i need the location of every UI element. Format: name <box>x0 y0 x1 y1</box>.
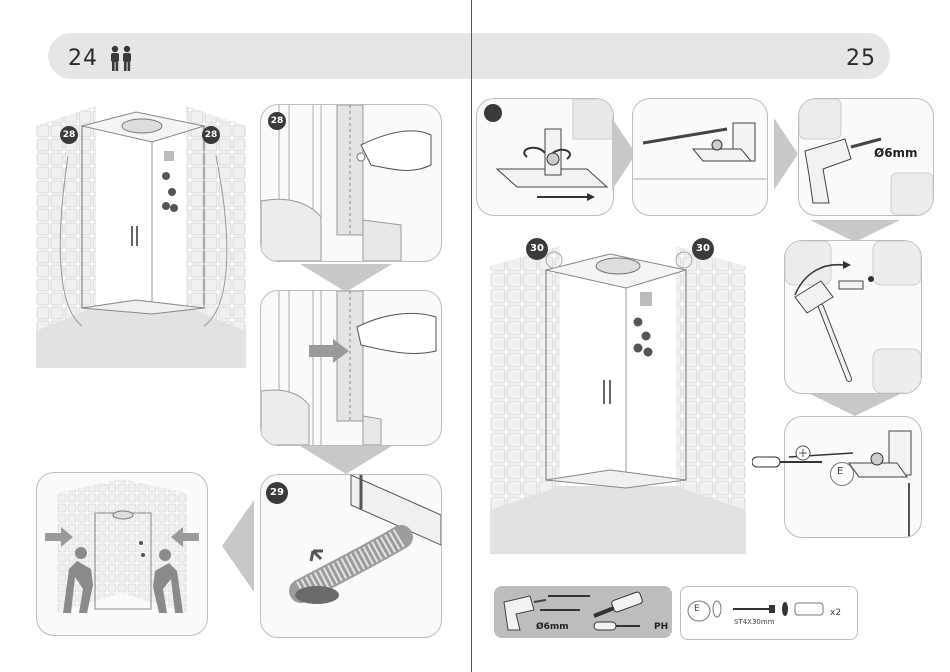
page-number-right: 25 <box>846 46 876 71</box>
panel-step-29-drain <box>260 474 442 638</box>
step-badge-28-right: 28 <box>202 126 220 144</box>
tools-box <box>494 586 672 638</box>
panel-marking-line <box>632 98 768 216</box>
panel-hammer-plug <box>784 240 922 394</box>
arrow-down-2 <box>300 446 392 474</box>
arrow-down-1 <box>300 264 392 292</box>
parts-qty-label: x2 <box>830 608 841 618</box>
step-badge-30-right: 30 <box>692 238 714 260</box>
step-badge-28-detail: 28 <box>268 112 286 130</box>
step-dot-black <box>484 104 502 122</box>
parts-e-label: E <box>694 604 700 614</box>
shower-cabin-illustration-right <box>490 240 746 554</box>
panel-step-28-press <box>260 290 442 446</box>
step-badge-30-left: 30 <box>526 238 548 260</box>
right-header-band <box>472 33 890 79</box>
arrow-down-4 <box>810 394 900 416</box>
screwdriver-illustration <box>752 452 822 472</box>
drill-size-label: Ø6mm <box>874 146 918 160</box>
tools-screwdriver-label: PH <box>654 622 668 632</box>
screw-e-label: E <box>837 466 843 477</box>
step-badge-29: 29 <box>266 482 288 504</box>
panel-push-cabin <box>36 472 208 636</box>
arrow-right-2 <box>774 118 798 190</box>
two-persons-icon <box>106 44 136 72</box>
tools-drill-label: Ø6mm <box>536 622 569 632</box>
parts-screw-label: ST4X30mm <box>734 618 775 626</box>
arrow-left <box>222 500 254 592</box>
panel-step-28-detail <box>260 104 442 262</box>
step-badge-28-left: 28 <box>60 126 78 144</box>
page-number-left: 24 <box>68 46 98 71</box>
page-divider <box>471 0 472 672</box>
arrow-down-3 <box>810 220 900 242</box>
